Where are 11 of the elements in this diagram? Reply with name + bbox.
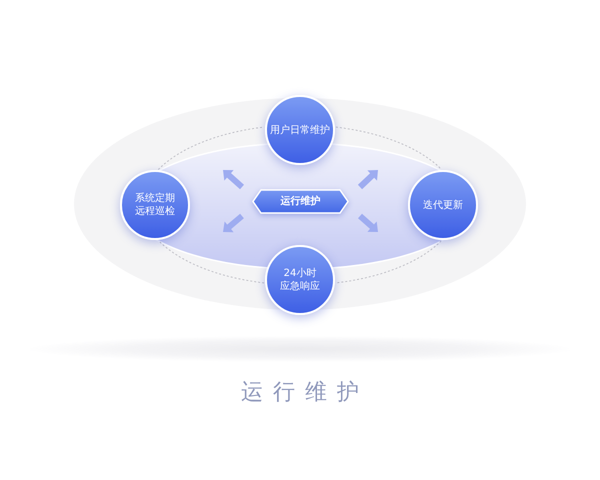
dashed-connector [335, 240, 442, 284]
node-label: 用户日常维护 [270, 124, 330, 136]
node-label: 系统定期远程巡检 [134, 192, 176, 218]
dashed-connector [158, 240, 265, 284]
node-label: 迭代更新 [423, 198, 463, 212]
dashed-connector [158, 126, 265, 170]
dashed-connector [335, 126, 442, 170]
hexagon [252, 189, 349, 214]
node-label: 24小时应急响应 [280, 267, 320, 293]
caption: 运行维护 [240, 379, 369, 407]
node-label: 运行维护 [280, 195, 320, 208]
